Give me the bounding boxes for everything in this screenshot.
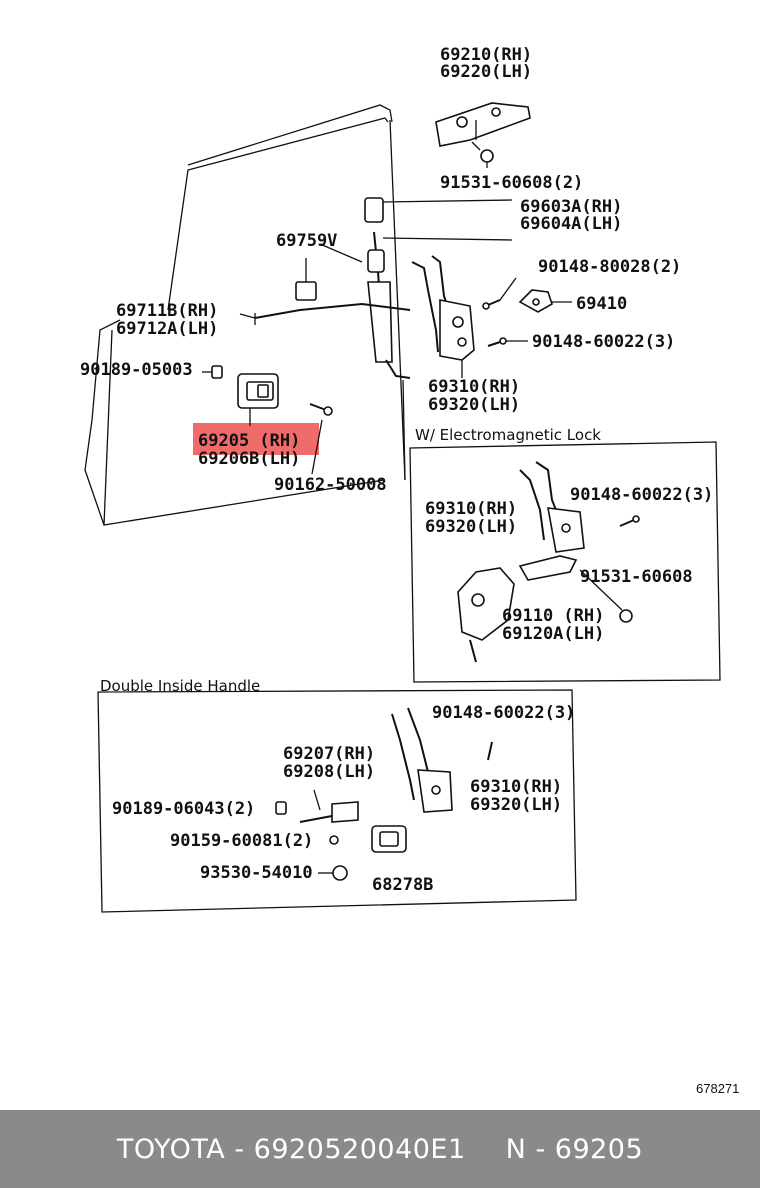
- label-93530-54010: 93530-54010: [200, 863, 313, 883]
- caption-double-inside-handle: Double Inside Handle: [100, 677, 260, 695]
- label-69759v: 69759V: [276, 231, 337, 251]
- striker-69410-part[interactable]: [518, 289, 572, 313]
- label-90148-60022-dbl: 90148-60022(3): [432, 703, 575, 723]
- label-69110: 69110 (RH): [502, 606, 604, 626]
- control-rod-part[interactable]: [254, 302, 411, 325]
- label-91531-60608-em: 91531-60608: [580, 567, 693, 587]
- label-69320-em: 69320(LH): [425, 517, 517, 537]
- label-69320-main: 69320(LH): [428, 395, 520, 415]
- label-68278b: 68278B: [372, 875, 433, 895]
- inside-handle-part[interactable]: [237, 373, 279, 426]
- label-69120a: 69120A(LH): [502, 624, 604, 644]
- label-69320-dbl: 69320(LH): [470, 795, 562, 815]
- door-frame: [84, 104, 406, 526]
- electromagnetic-lock-box: [409, 441, 721, 683]
- label-69207: 69207(RH): [283, 744, 375, 764]
- label-90189-06043: 90189-06043(2): [112, 799, 255, 819]
- label-69310-dbl: 69310(RH): [470, 777, 562, 797]
- double-inside-handle-box: [97, 689, 577, 913]
- footer-bar: TOYOTA - 6920520040E1 N - 69205: [0, 1110, 760, 1188]
- clip-69759v-part[interactable]: [295, 258, 317, 301]
- leader-lines: [202, 243, 363, 373]
- diagram-reference-number: 678271: [696, 1081, 739, 1096]
- label-69220: 69220(LH): [440, 62, 532, 82]
- outside-handle-part[interactable]: [435, 102, 531, 147]
- screw-91531-top[interactable]: [471, 141, 494, 168]
- label-90162-50008: 90162-50008: [274, 475, 387, 495]
- part-labels: 69210(RH) 69220(LH) 91531-60608(2) 69603…: [80, 45, 739, 1096]
- screw-90148-80028-part[interactable]: [482, 277, 517, 310]
- door-lock-assembly-part[interactable]: [411, 255, 475, 378]
- label-69410: 69410: [576, 294, 627, 314]
- caption-electromagnetic-lock: W/ Electromagnetic Lock: [415, 426, 601, 444]
- screw-90162-part[interactable]: [309, 403, 333, 475]
- label-69206b: 69206B(LH): [198, 449, 300, 469]
- screw-90148-60022-part[interactable]: [487, 337, 528, 347]
- label-69205: 69205 (RH): [198, 431, 300, 451]
- label-69310-main: 69310(RH): [428, 377, 520, 397]
- footer-part-number: TOYOTA - 6920520040E1: [116, 1133, 466, 1165]
- label-90159-60081: 90159-60081(2): [170, 831, 313, 851]
- label-69712a: 69712A(LH): [116, 319, 218, 339]
- label-69711b: 69711B(RH): [116, 301, 218, 321]
- label-69208: 69208(LH): [283, 762, 375, 782]
- label-90148-60022-em: 90148-60022(3): [570, 485, 713, 505]
- footer-part-code: N - 69205: [505, 1133, 644, 1165]
- lock-cylinder-part[interactable]: [364, 197, 513, 241]
- label-90148-80028: 90148-80028(2): [538, 257, 681, 277]
- clip-90189-05003-part[interactable]: [211, 365, 223, 379]
- part-highlight: [193, 423, 319, 455]
- label-91531-60608-2: 91531-60608(2): [440, 173, 583, 193]
- label-69604a: 69604A(LH): [520, 214, 622, 234]
- lock-rod-part[interactable]: [367, 231, 411, 379]
- label-69310-em: 69310(RH): [425, 499, 517, 519]
- parts-diagram: 69210(RH) 69220(LH) 91531-60608(2) 69603…: [80, 45, 739, 1096]
- label-90148-60022-main: 90148-60022(3): [532, 332, 675, 352]
- label-69603a: 69603A(RH): [520, 197, 622, 217]
- label-69210: 69210(RH): [440, 45, 532, 65]
- label-90189-05003: 90189-05003: [80, 360, 193, 380]
